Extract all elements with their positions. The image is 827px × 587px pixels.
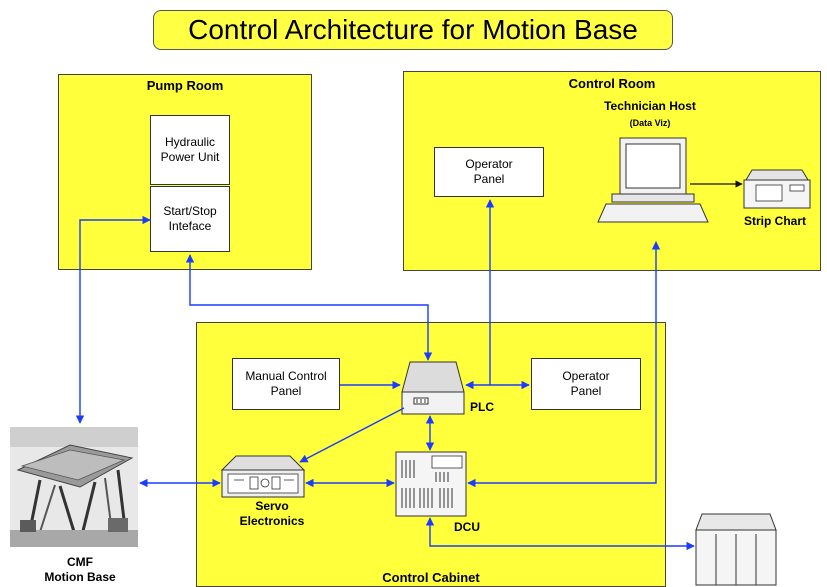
technician-host-label: Technician Host [604,99,696,113]
link-dcu-technicianhost [467,241,661,488]
hydraulic-power-unit-box: Hydraulic Power Unit [150,115,230,185]
technician-host-sublabel: (Data Viz) [629,118,671,128]
link-dcu-external [425,517,695,551]
pump-room-label: Pump Room [146,78,224,93]
link-startstop-motionbase [75,215,151,424]
dcu-icon [395,451,467,517]
link-startstop-plc [185,254,433,361]
strip-chart-icon [743,169,811,209]
start-stop-interface-box: Start/Stop Inteface [150,186,230,252]
servo-electronics-icon [220,455,306,498]
motion-base-label: CMF Motion Base [44,555,116,584]
external-cabinet-icon [695,513,777,586]
plc-device-icon [401,361,465,415]
control-room-operator-panel-box: Operator Panel [434,147,544,197]
link-plc-servo [299,407,405,463]
strip-chart-label: Strip Chart [743,214,806,228]
technician-host-computer-icon [597,137,709,223]
diagram-title: Control Architecture for Motion Base [153,10,673,50]
control-cabinet-label: Control Cabinet [382,570,480,585]
control-room-label: Control Room [568,76,656,91]
manual-control-panel-box: Manual Control Panel [232,358,340,410]
motion-base-image [10,427,138,547]
servo-electronics-label: Servo Electronics [239,499,305,528]
